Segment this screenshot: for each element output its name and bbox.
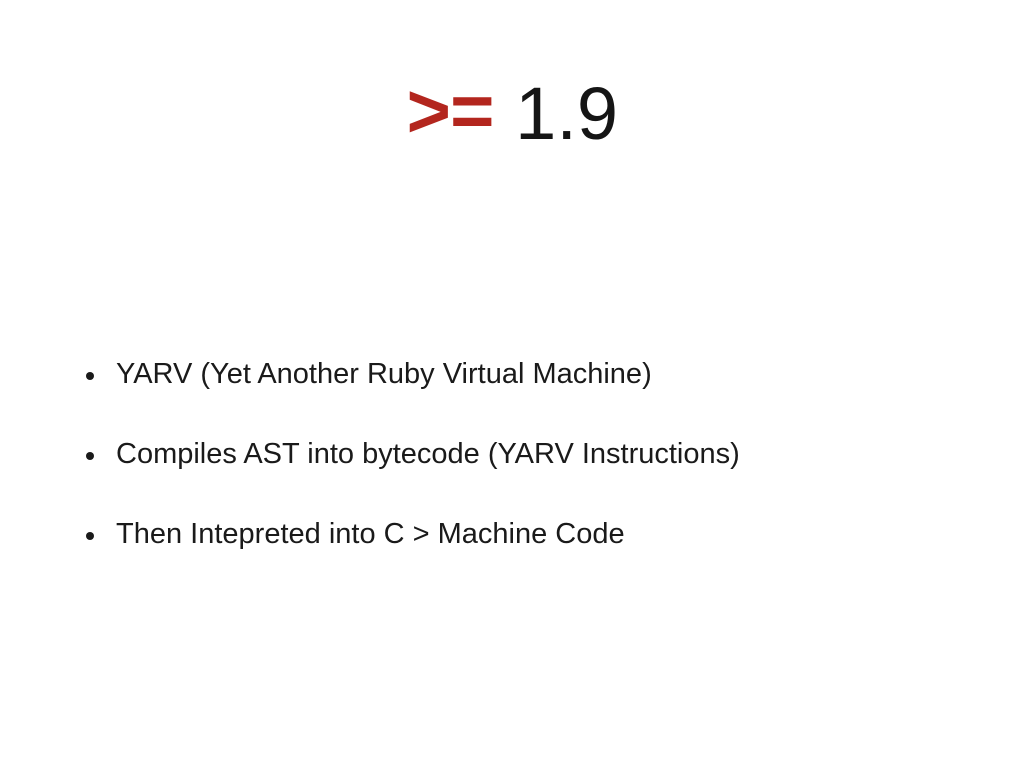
title-version: 1.9	[515, 72, 619, 155]
bullet-item: Then Intepreted into C > Machine Code	[84, 512, 740, 556]
bullet-item: Compiles AST into bytecode (YARV Instruc…	[84, 432, 740, 476]
bullet-item: YARV (Yet Another Ruby Virtual Machine)	[84, 352, 740, 396]
bullet-text: Then Intepreted into C > Machine Code	[116, 518, 625, 550]
bullet-text: YARV (Yet Another Ruby Virtual Machine)	[116, 358, 652, 390]
slide-title: >=1.9	[0, 66, 1024, 165]
bullet-dot-icon	[86, 452, 94, 460]
bullet-list: YARV (Yet Another Ruby Virtual Machine) …	[84, 352, 740, 592]
bullet-dot-icon	[86, 372, 94, 380]
bullet-text: Compiles AST into bytecode (YARV Instruc…	[116, 438, 740, 470]
title-operator: >=	[405, 74, 495, 160]
bullet-dot-icon	[86, 532, 94, 540]
